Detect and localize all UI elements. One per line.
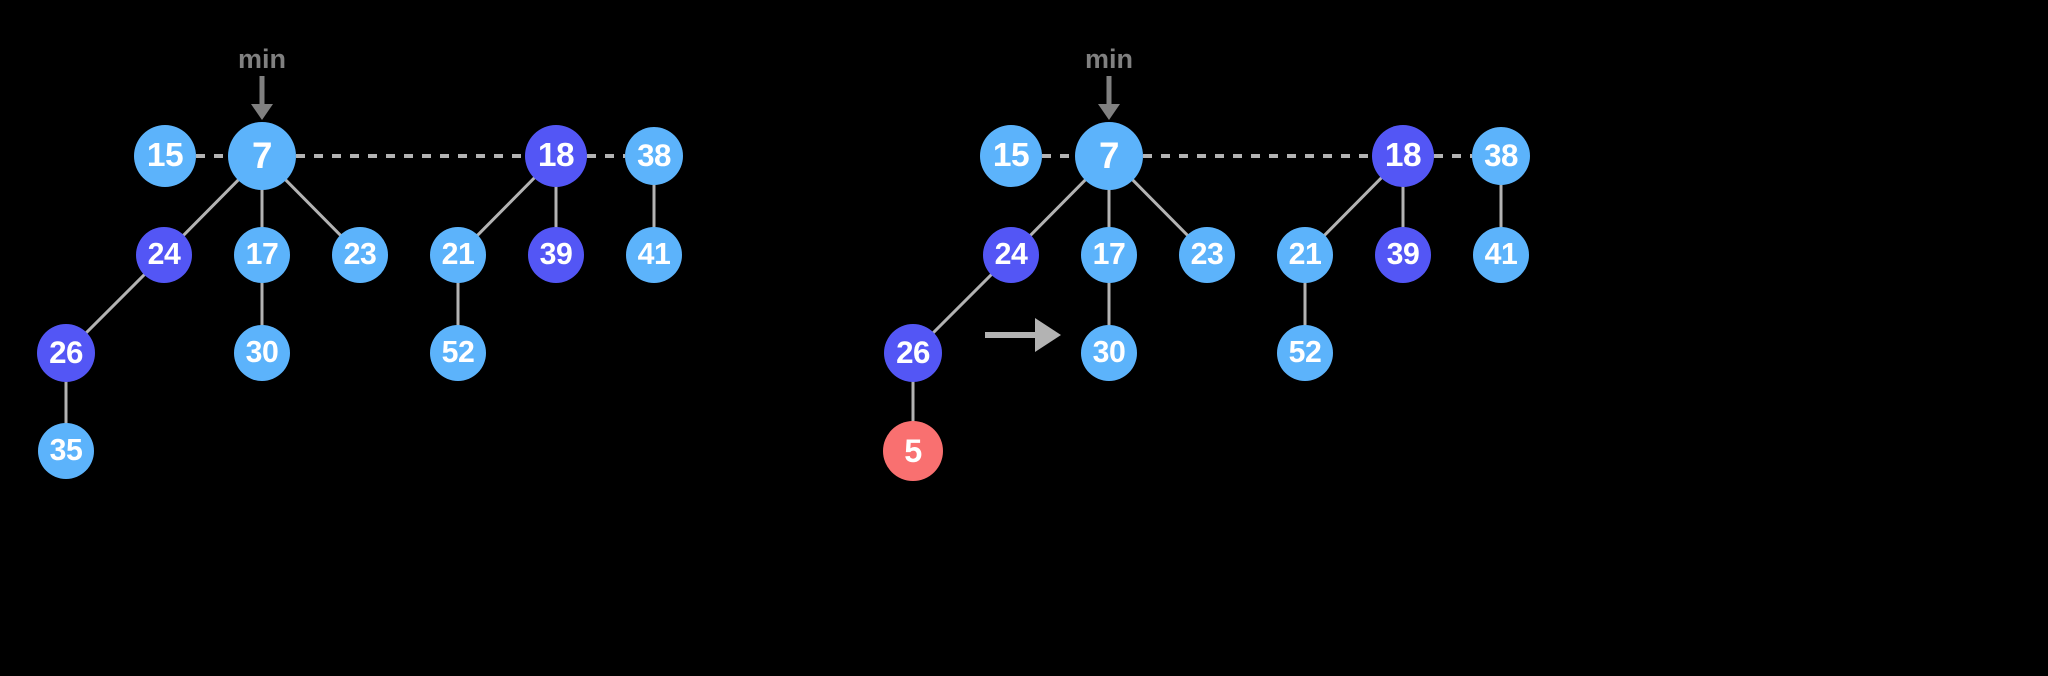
heap-node-35[interactable]: 35 (38, 423, 94, 479)
heap-node-23[interactable]: 23 (1179, 227, 1235, 283)
heap-node-value: 23 (1190, 237, 1224, 271)
tree-edge (1322, 176, 1383, 237)
heap-node-value: 18 (1384, 137, 1422, 175)
heap-node-39[interactable]: 39 (1375, 227, 1431, 283)
heap-node-value: 35 (49, 433, 83, 467)
heap-node-value: 15 (992, 137, 1030, 175)
heap-node-value: 18 (537, 137, 575, 175)
heap-node-23[interactable]: 23 (332, 227, 388, 283)
heap-node-value: 39 (1386, 237, 1420, 271)
heap-node-value: 15 (146, 137, 184, 175)
heap-node-38[interactable]: 38 (1472, 127, 1530, 185)
heap-node-value: 39 (539, 237, 573, 271)
heap-node-7[interactable]: 7 (1075, 122, 1143, 190)
heap-node-15[interactable]: 15 (134, 125, 196, 187)
heap-node-value: 7 (252, 134, 272, 176)
heap-node-17[interactable]: 17 (234, 227, 290, 283)
heap-node-value: 5 (904, 432, 922, 469)
heap-node-38[interactable]: 38 (625, 127, 683, 185)
heap-node-26[interactable]: 26 (37, 324, 95, 382)
heap-node-21[interactable]: 21 (1277, 227, 1333, 283)
heap-node-value: 52 (441, 335, 475, 369)
heap-node-value: 38 (637, 138, 671, 174)
heap-node-52[interactable]: 52 (430, 325, 486, 381)
min-pointer-arrowhead (1098, 104, 1120, 120)
min-pointer-label: min (237, 44, 286, 74)
tree-edge (1131, 178, 1190, 237)
heap-node-value: 17 (1092, 237, 1126, 271)
heap-node-17[interactable]: 17 (1081, 227, 1137, 283)
heap-node-value: 17 (245, 237, 279, 271)
tree-edge (284, 178, 343, 237)
heap-node-value: 21 (441, 237, 475, 271)
transition-arrow-head (1035, 318, 1061, 352)
heap-node-value: 26 (896, 335, 930, 371)
heap-node-41[interactable]: 41 (626, 227, 682, 283)
tree-edge (84, 273, 146, 335)
heap-node-value: 23 (343, 237, 377, 271)
min-pointer-label: min (1084, 44, 1133, 74)
heap-node-15[interactable]: 15 (980, 125, 1042, 187)
heap-node-value: 26 (49, 335, 83, 371)
heap-node-18[interactable]: 18 (1372, 125, 1434, 187)
heap-node-value: 24 (994, 237, 1028, 271)
heap-node-value: 38 (1484, 138, 1518, 174)
heap-node-value: 30 (245, 335, 279, 369)
heap-node-value: 52 (1288, 335, 1322, 369)
heap-node-value: 7 (1099, 134, 1119, 176)
heap-node-52[interactable]: 52 (1277, 325, 1333, 381)
heap-node-value: 21 (1288, 237, 1322, 271)
min-pointer-arrowhead (251, 104, 273, 120)
heap-node-value: 41 (637, 237, 671, 271)
heap-node-5[interactable]: 5 (883, 421, 943, 481)
heap-node-24[interactable]: 24 (136, 227, 192, 283)
tree-edge (931, 273, 993, 335)
tree-edge (475, 176, 536, 237)
heap-node-value: 41 (1484, 237, 1518, 271)
tree-edge (1028, 178, 1087, 237)
heap-node-21[interactable]: 21 (430, 227, 486, 283)
heap-node-41[interactable]: 41 (1473, 227, 1529, 283)
heap-node-value: 24 (147, 237, 181, 271)
heap-node-39[interactable]: 39 (528, 227, 584, 283)
heap-node-18[interactable]: 18 (525, 125, 587, 187)
heap-node-30[interactable]: 30 (1081, 325, 1137, 381)
heap-node-24[interactable]: 24 (983, 227, 1039, 283)
tree-edge (181, 178, 240, 237)
heap-node-26[interactable]: 26 (884, 324, 942, 382)
heap-node-7[interactable]: 7 (228, 122, 296, 190)
heap-node-value: 30 (1092, 335, 1126, 369)
heap-node-30[interactable]: 30 (234, 325, 290, 381)
